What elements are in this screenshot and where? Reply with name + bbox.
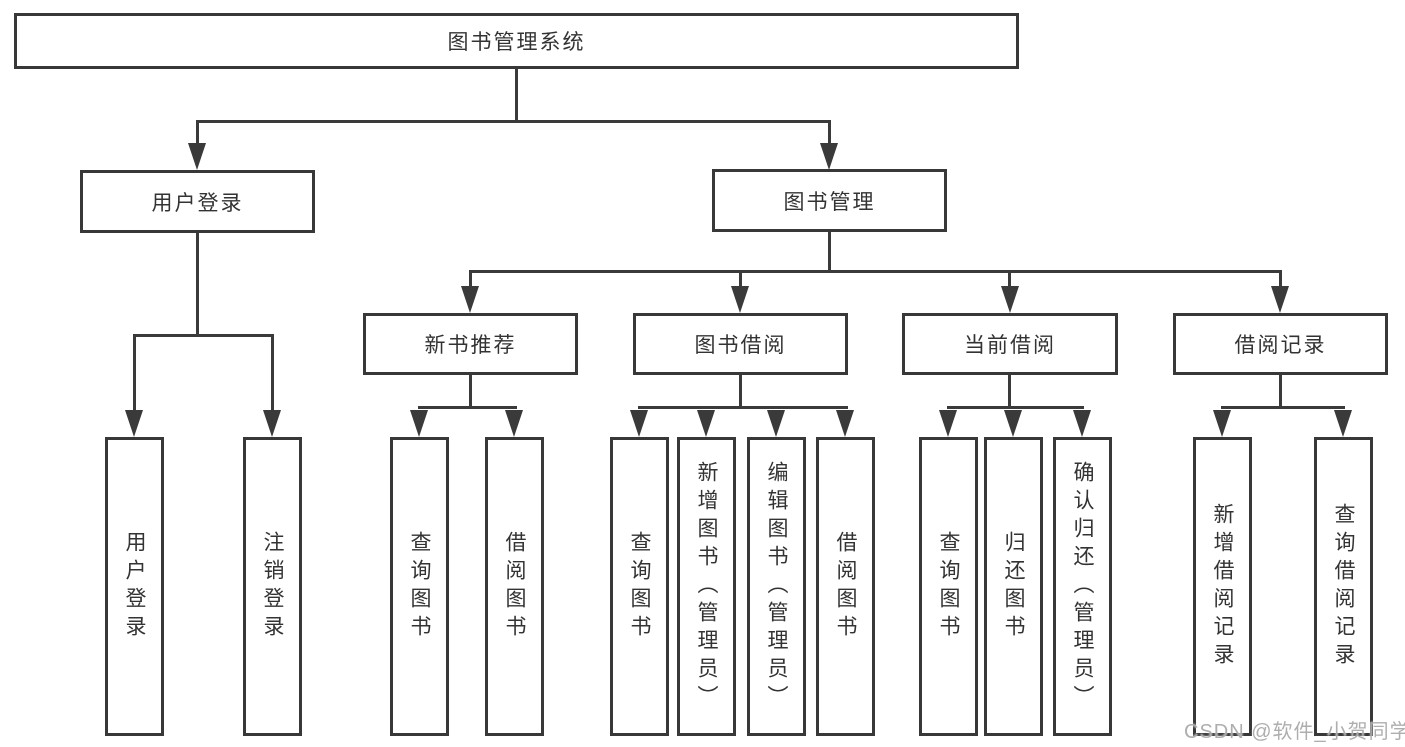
arrowhead-icon: [1334, 410, 1352, 437]
line-drop: [1279, 272, 1282, 288]
line-drop: [828, 121, 831, 146]
line-h: [947, 406, 1084, 409]
arrowhead-icon: [263, 410, 281, 437]
arrowhead-icon: [820, 143, 838, 170]
leaf-label: 查询图书: [408, 530, 431, 643]
line-drop: [1008, 272, 1011, 288]
arrowhead-icon: [767, 410, 785, 437]
leaf-label: 查询图书: [628, 530, 651, 643]
line-h: [418, 406, 517, 409]
arrowhead-icon: [731, 286, 749, 313]
arrowhead-icon: [1073, 410, 1091, 437]
line-drop: [133, 336, 136, 412]
line-v: [1008, 375, 1011, 409]
leaf-confirm-return-admin: 确认归还（管理员）: [1053, 437, 1112, 736]
leaf-return-books: 归还图书: [984, 437, 1043, 736]
node-borrow-records: 借阅记录: [1173, 313, 1388, 375]
node-book-borrow: 图书借阅: [633, 313, 848, 375]
arrowhead-icon: [939, 410, 957, 437]
leaf-user-login: 用户登录: [105, 437, 164, 736]
leaf-label: 借阅图书: [834, 530, 857, 643]
line-v: [828, 232, 831, 272]
node-new-book-recommend: 新书推荐: [363, 313, 578, 375]
arrowhead-icon: [630, 410, 648, 437]
leaf-query-borrow-record: 查询借阅记录: [1314, 437, 1373, 736]
line-h: [196, 120, 831, 123]
leaf-label: 归还图书: [1002, 530, 1025, 643]
arrowhead-icon: [188, 143, 206, 170]
csdn-watermark: CSDN @软件_小贺同学: [1184, 721, 1405, 743]
leaf-borrow-books: 借阅图书: [816, 437, 875, 736]
arrowhead-icon: [1001, 286, 1019, 313]
leaf-label: 编辑图书（管理员）: [765, 460, 788, 713]
node-root-system: 图书管理系统: [14, 13, 1019, 69]
line-h: [133, 334, 274, 337]
line-v: [469, 375, 472, 409]
leaf-add-books-admin: 新增图书（管理员）: [677, 437, 736, 736]
leaf-label: 查询借阅记录: [1332, 502, 1355, 671]
line-h: [469, 270, 1282, 273]
arrowhead-icon: [1271, 286, 1289, 313]
leaf-edit-books-admin: 编辑图书（管理员）: [747, 437, 806, 736]
leaf-logout: 注销登录: [243, 437, 302, 736]
node-book-management: 图书管理: [712, 169, 947, 232]
line-drop: [469, 272, 472, 288]
line-v: [1279, 375, 1282, 409]
arrowhead-icon: [697, 410, 715, 437]
leaf-query-books-borrow: 查询图书: [610, 437, 669, 736]
node-user-login: 用户登录: [80, 170, 315, 233]
leaf-label: 借阅图书: [503, 530, 526, 643]
line-drop: [196, 121, 199, 146]
line-v: [196, 233, 199, 336]
leaf-query-books-recommend: 查询图书: [390, 437, 449, 736]
leaf-query-books-current: 查询图书: [919, 437, 978, 736]
arrowhead-icon: [125, 410, 143, 437]
line-h: [1221, 406, 1345, 409]
line-drop: [739, 272, 742, 288]
arrowhead-icon: [505, 410, 523, 437]
leaf-label: 注销登录: [261, 530, 284, 643]
arrowhead-icon: [1213, 410, 1231, 437]
leaf-label: 查询图书: [937, 530, 960, 643]
leaf-label: 用户登录: [123, 530, 146, 643]
node-current-borrow: 当前借阅: [902, 313, 1118, 375]
arrowhead-icon: [1004, 410, 1022, 437]
line-drop: [271, 336, 274, 412]
leaf-label: 新增图书（管理员）: [695, 460, 718, 713]
arrowhead-icon: [410, 410, 428, 437]
line-v: [739, 375, 742, 409]
leaf-add-borrow-record: 新增借阅记录: [1193, 437, 1252, 736]
arrowhead-icon: [461, 286, 479, 313]
leaf-label: 确认归还（管理员）: [1071, 460, 1094, 713]
arrowhead-icon: [836, 410, 854, 437]
line-v: [515, 69, 518, 122]
leaf-label: 新增借阅记录: [1211, 502, 1234, 671]
leaf-borrow-books-recommend: 借阅图书: [485, 437, 544, 736]
line-h: [638, 406, 848, 409]
